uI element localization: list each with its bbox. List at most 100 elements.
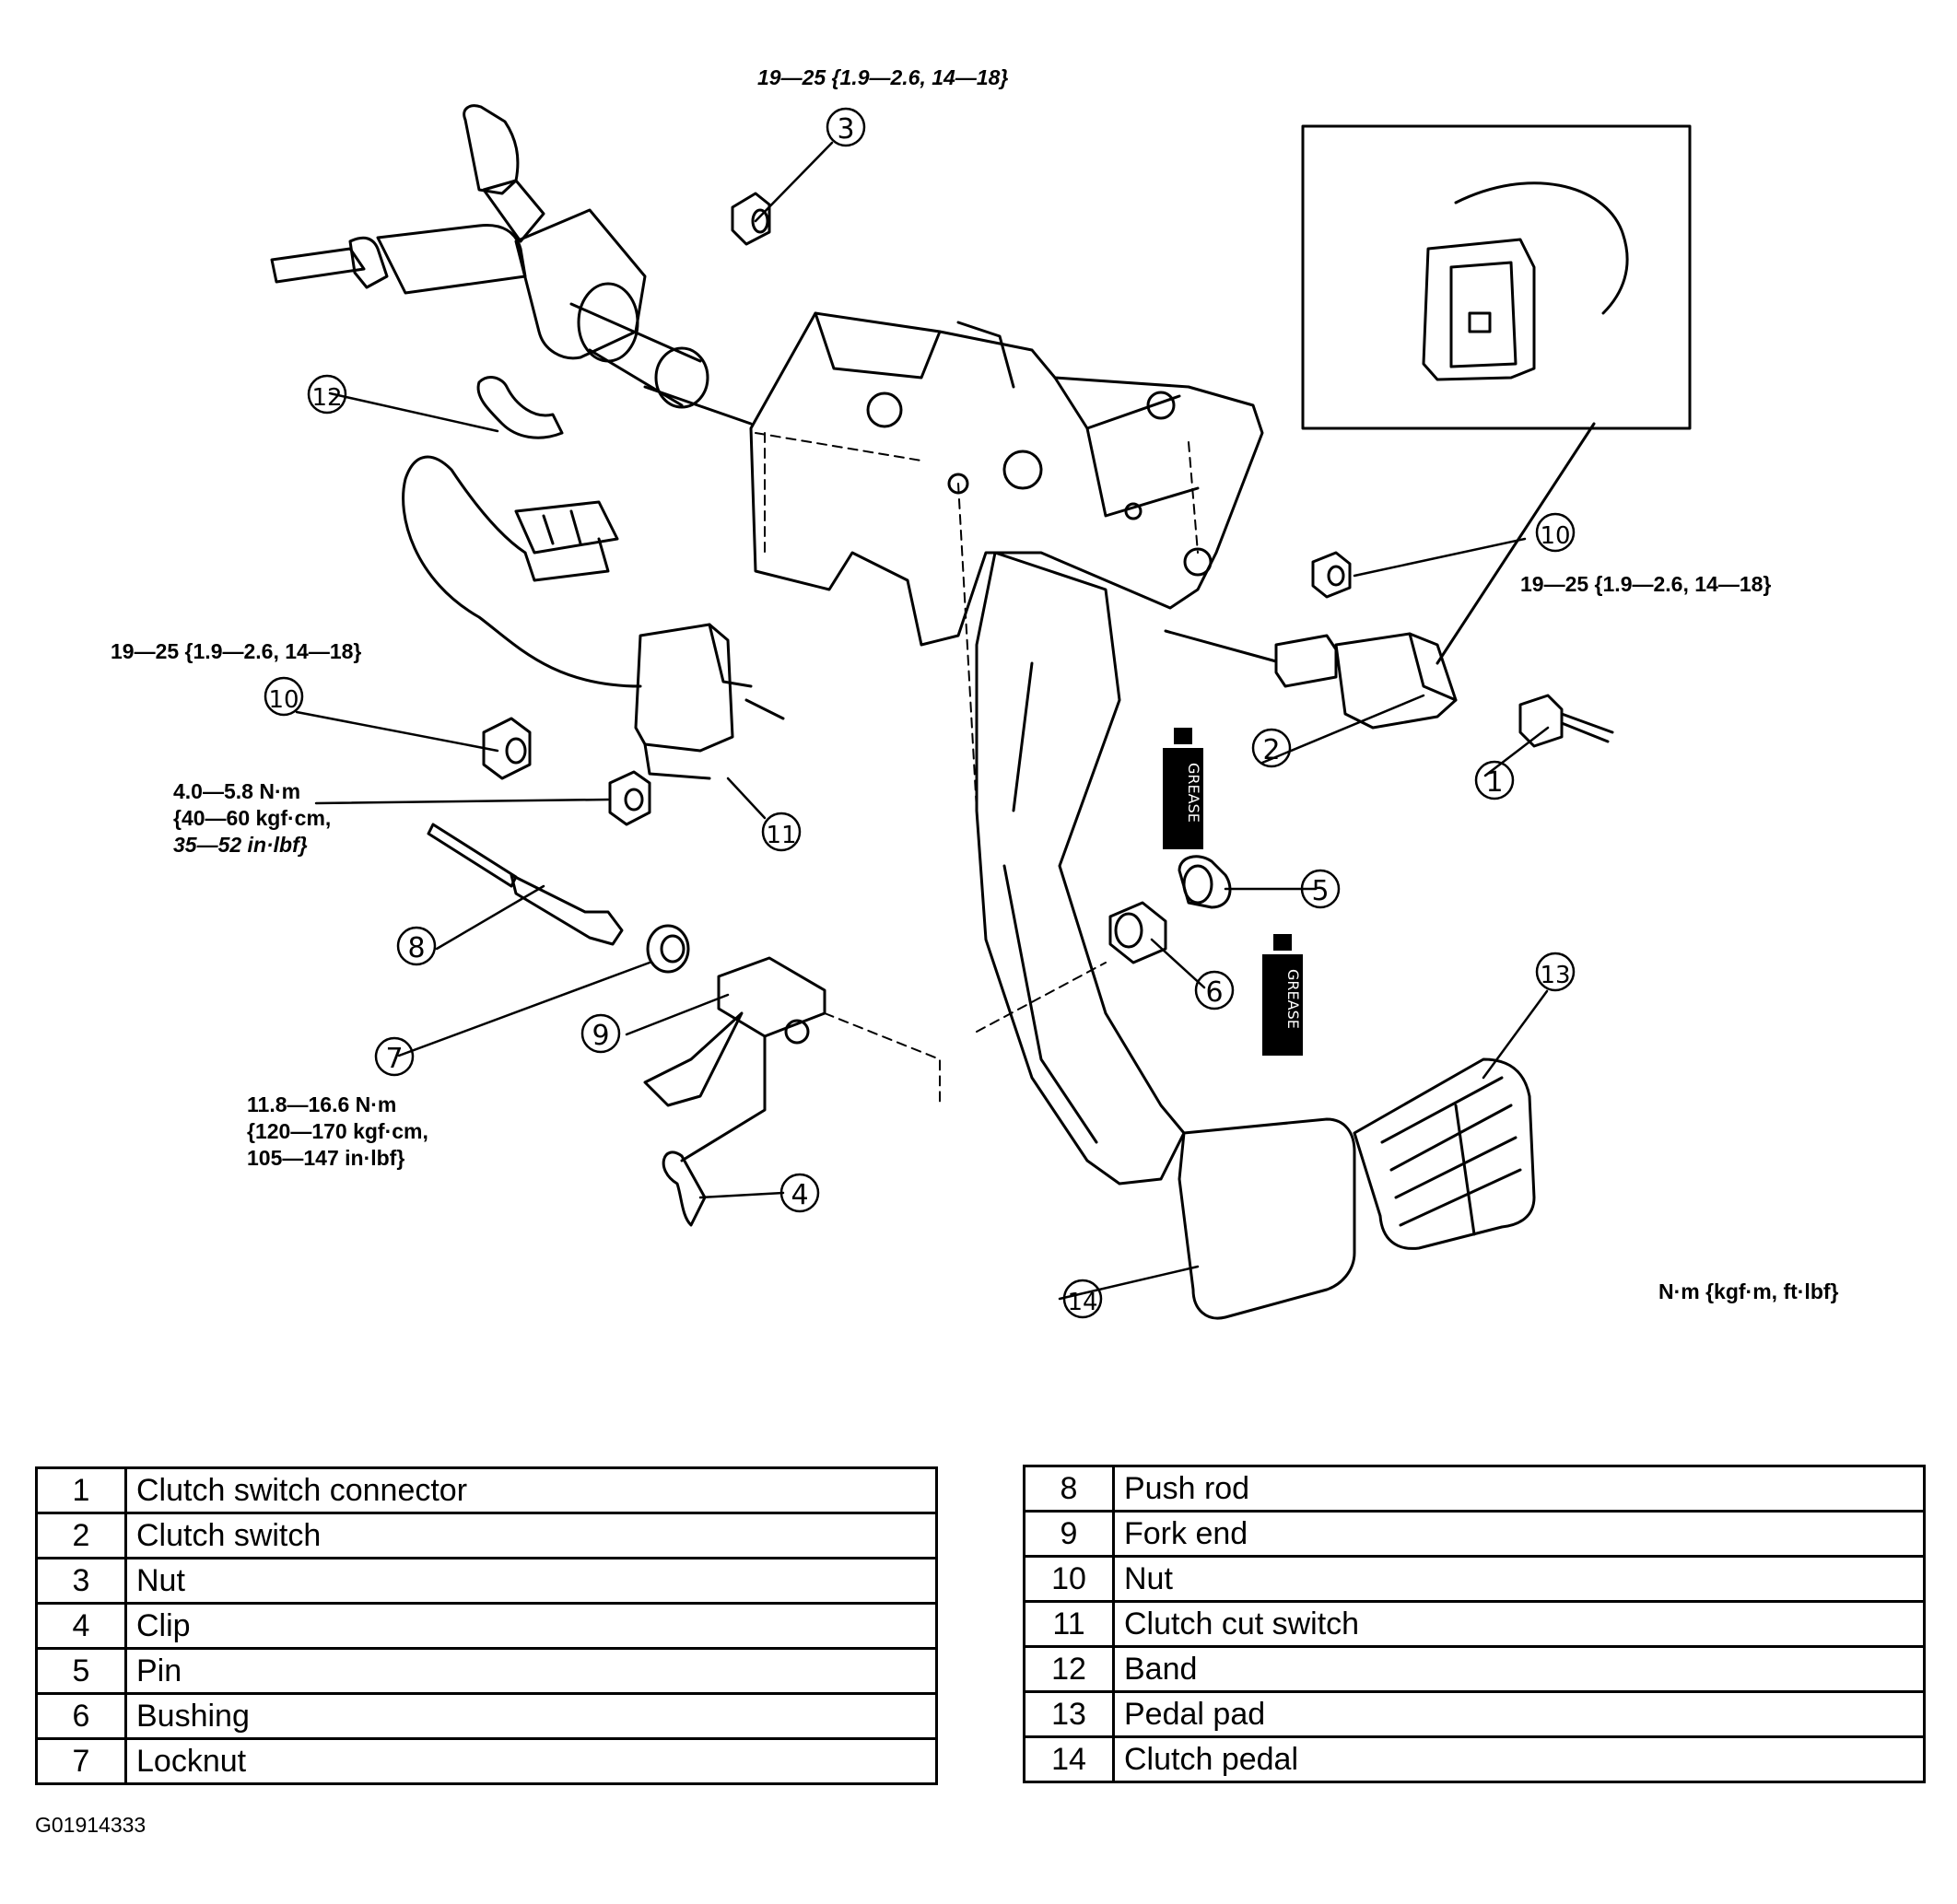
callout-10-right: 10 (1535, 512, 1576, 553)
legend-number: 10 (1023, 1555, 1115, 1603)
legend-label: Clip (124, 1602, 938, 1650)
legend-label: Push rod (1112, 1465, 1926, 1513)
svg-text:14: 14 (1067, 1289, 1097, 1316)
legend-number: 4 (35, 1602, 127, 1650)
grease-label-upper: GREASE (1185, 763, 1202, 823)
torque-line: 4.0—5.8 N·m (173, 779, 301, 803)
legend-label: Nut (124, 1557, 938, 1605)
svg-text:5: 5 (1311, 875, 1329, 907)
callout-3: 3 (826, 107, 866, 147)
callout-5: 5 (1300, 869, 1341, 909)
clip-shape (662, 1151, 707, 1227)
legend-label: Pedal pad (1112, 1690, 1926, 1738)
leader-lines (295, 141, 1550, 1301)
callout-7: 7 (374, 1036, 415, 1077)
svg-text:10: 10 (268, 686, 299, 714)
legend-number: 14 (1023, 1735, 1115, 1783)
fork-end-shape (643, 956, 826, 1162)
svg-text:4: 4 (791, 1179, 808, 1211)
svg-text:1: 1 (1485, 766, 1503, 799)
callouts: 1 2 3 4 5 6 7 8 9 10 10 11 12 13 14 (264, 107, 1576, 1319)
legend-label: Clutch switch (124, 1512, 938, 1559)
svg-text:12: 12 (311, 384, 342, 412)
legend-number: 13 (1023, 1690, 1115, 1738)
callout-1: 1 (1474, 760, 1515, 800)
callout-13: 13 (1535, 952, 1576, 992)
callout-6: 6 (1194, 970, 1235, 1010)
clutch-pedal-arm (975, 551, 1186, 1186)
svg-text:8: 8 (407, 932, 425, 964)
svg-text:3: 3 (837, 113, 854, 146)
callout-9: 9 (580, 1013, 621, 1054)
nut-11-shape (608, 770, 651, 826)
legend-number: 3 (35, 1557, 127, 1605)
legend-number: 1 (35, 1466, 127, 1514)
switch-detail-inset (1301, 124, 1692, 665)
legend-label: Pin (124, 1647, 938, 1695)
nut-10-left-shape (482, 717, 532, 780)
torque-line: 11.8—16.6 N·m (247, 1092, 397, 1116)
torque-line: 35—52 in·lbf} (173, 833, 308, 857)
figure-id: G01914333 (35, 1813, 146, 1837)
torque-line: {40—60 kgf·cm, (173, 806, 332, 830)
grease-can-lower: GREASE (1262, 934, 1303, 1056)
legend-number: 6 (35, 1692, 127, 1740)
band-shape (476, 376, 564, 439)
legend-number: 5 (35, 1647, 127, 1695)
grease-label-lower: GREASE (1284, 969, 1302, 1029)
nut-10-right-shape (1311, 551, 1352, 599)
svg-text:9: 9 (592, 1020, 609, 1052)
svg-text:6: 6 (1205, 976, 1223, 1009)
locknut-shape (646, 924, 690, 974)
legend-number: 9 (1023, 1510, 1115, 1558)
torque-units-note: N·m {kgf·m, ft·lbf} (1658, 1279, 1839, 1303)
legend-number: 7 (35, 1737, 127, 1785)
clutch-switch-connector-shape (1518, 694, 1614, 748)
torque-spec-cut-switch: 4.0—5.8 N·m {40—60 kgf·cm, 35—52 in·lbf} (173, 778, 331, 859)
legend-label: Band (1112, 1645, 1926, 1693)
grease-can-upper: GREASE (1163, 728, 1203, 849)
master-cylinder (270, 104, 753, 426)
callout-11: 11 (761, 812, 802, 852)
callout-4: 4 (779, 1173, 820, 1213)
legend-label: Clutch pedal (1112, 1735, 1926, 1783)
torque-line: {120—170 kgf·cm, (247, 1119, 428, 1143)
svg-text:11: 11 (766, 822, 796, 849)
legend-number: 2 (35, 1512, 127, 1559)
pedal-pad-shape (1353, 1057, 1536, 1250)
legend-label: Fork end (1112, 1510, 1926, 1558)
svg-text:13: 13 (1540, 962, 1570, 989)
svg-text:7: 7 (385, 1043, 403, 1075)
pedal-bracket (749, 311, 1264, 647)
legend-label: Nut (1112, 1555, 1926, 1603)
legend-number: 11 (1023, 1600, 1115, 1648)
legend-label: Bushing (124, 1692, 938, 1740)
callout-8: 8 (396, 926, 437, 966)
clutch-pedal-shape (1178, 1117, 1356, 1320)
bushing-shape (1108, 901, 1167, 964)
svg-text:10: 10 (1540, 522, 1570, 550)
callout-14: 14 (1062, 1279, 1103, 1319)
torque-line: 105—147 in·lbf} (247, 1146, 405, 1170)
assembly-guide-lines (755, 432, 1199, 1106)
svg-text:2: 2 (1262, 734, 1280, 766)
clutch-cut-switch-shape (402, 455, 785, 780)
legend-label: Locknut (124, 1737, 938, 1785)
callout-2: 2 (1251, 728, 1292, 768)
torque-spec-locknut: 11.8—16.6 N·m {120—170 kgf·cm, 105—147 i… (247, 1092, 428, 1172)
callout-10-left: 10 (264, 676, 304, 717)
clutch-switch-shape (1164, 629, 1458, 730)
